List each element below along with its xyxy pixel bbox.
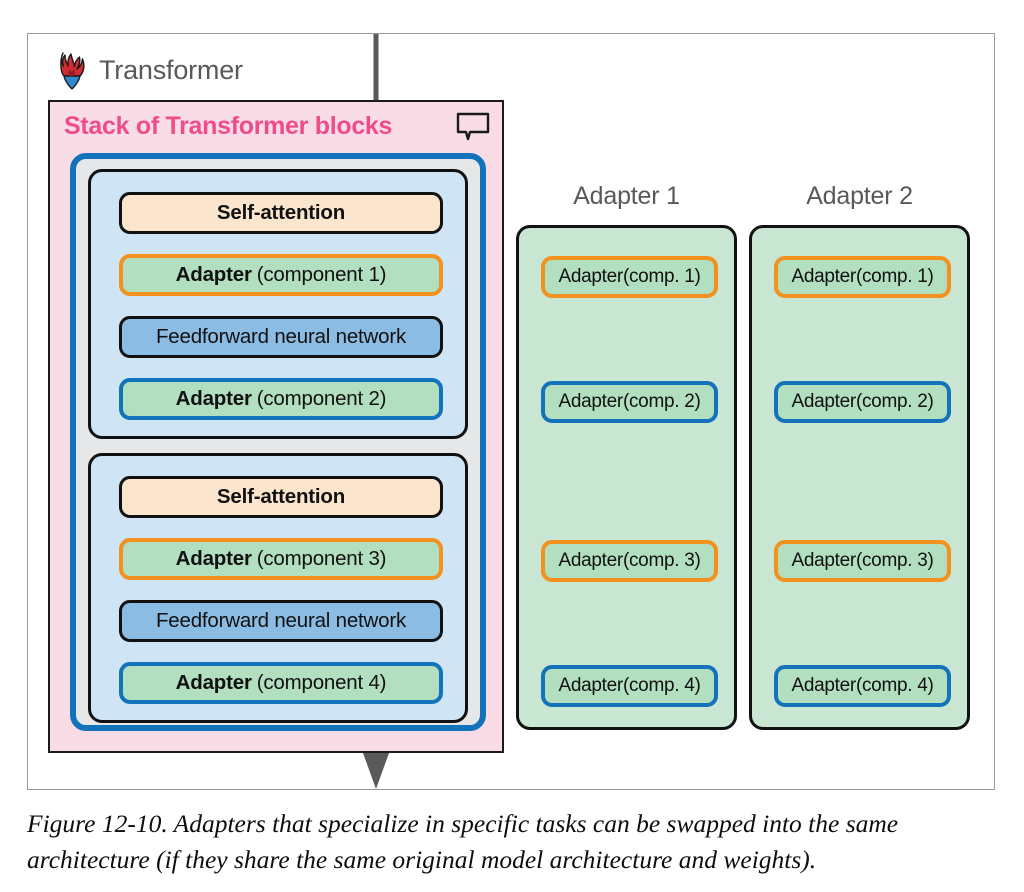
adapter-component-1: Adapter(component 1) — [119, 254, 443, 296]
adapter-panel-2-item-2: Adapter(comp. 2) — [774, 381, 951, 423]
adapter-panel-1-item-3: Adapter(comp. 3) — [541, 540, 718, 582]
adapter-panel-1-item-4: Adapter(comp. 4) — [541, 665, 718, 707]
transformer-title: Transformer — [99, 54, 243, 85]
adapter-panel-1-item-1: Adapter(comp. 1) — [541, 256, 718, 298]
adapter-panel-2-title: Adapter 2 — [806, 182, 913, 210]
adapter-panel-2-item-3: Adapter(comp. 3) — [774, 540, 951, 582]
huggingface-flame-icon — [55, 50, 89, 90]
stack-of-transformer-blocks-container: Stack of Transformer blocks Self-attenti… — [48, 100, 504, 753]
speech-bubble-icon — [456, 112, 490, 142]
stack-title: Stack of Transformer blocks — [64, 112, 393, 140]
adapter-component-4: Adapter(component 4) — [119, 662, 443, 704]
adapter-component-3: Adapter(component 3) — [119, 538, 443, 580]
adapter-panel-1-item-2: Adapter(comp. 2) — [541, 381, 718, 423]
adapter-panel-2-item-4: Adapter(comp. 4) — [774, 665, 951, 707]
transformer-block-2: Self-attention Adapter(component 3) Feed… — [88, 453, 468, 723]
adapter-panel-2-item-1: Adapter(comp. 1) — [774, 256, 951, 298]
adapter-panel-1: Adapter(comp. 1) Adapter(comp. 2) Adapte… — [516, 225, 737, 730]
adapter-component-2: Adapter(component 2) — [119, 378, 443, 420]
adapter-panel-2: Adapter(comp. 1) Adapter(comp. 2) Adapte… — [749, 225, 970, 730]
feedforward-layer-1: Feedforward neural network — [119, 316, 443, 358]
figure-caption: Figure 12-10. Adapters that specialize i… — [27, 809, 899, 875]
transformer-blocks-ring: Self-attention Adapter(component 1) Feed… — [70, 153, 486, 731]
transformer-label: Transformer — [55, 50, 243, 90]
feedforward-layer-2: Feedforward neural network — [119, 600, 443, 642]
transformer-block-1: Self-attention Adapter(component 1) Feed… — [88, 169, 468, 439]
self-attention-layer-2: Self-attention — [119, 476, 443, 518]
self-attention-layer-1: Self-attention — [119, 192, 443, 234]
adapter-panel-1-title: Adapter 1 — [573, 182, 680, 210]
